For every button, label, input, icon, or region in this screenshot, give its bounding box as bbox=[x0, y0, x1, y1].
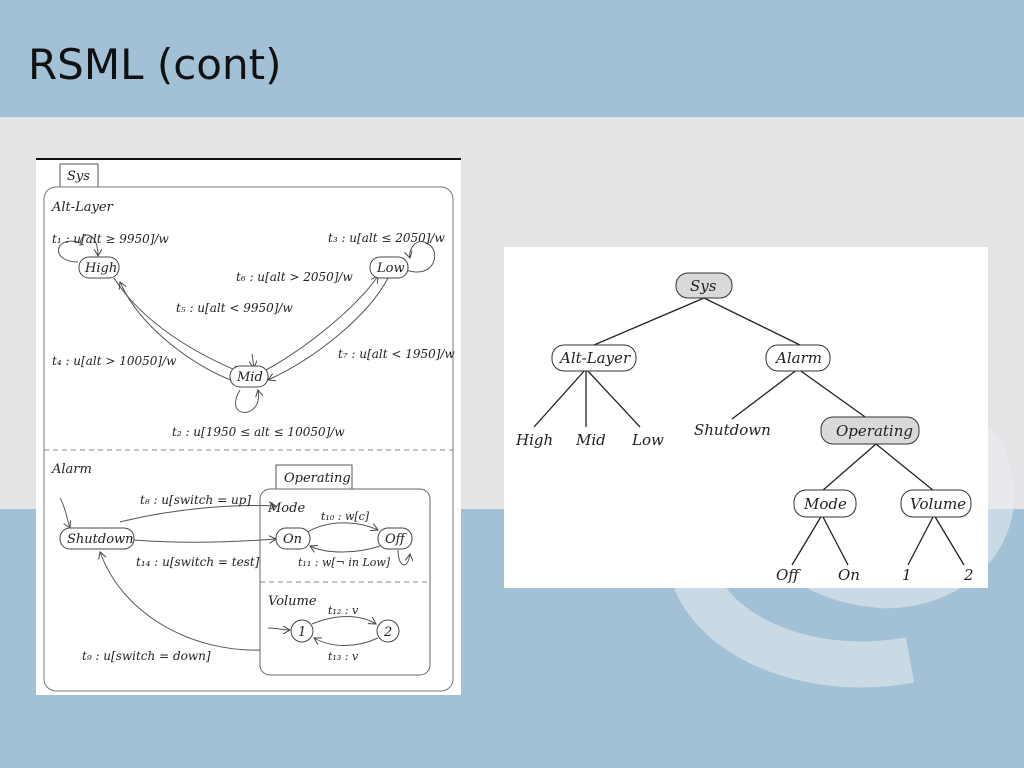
transition-t14: t₁₄ : u[switch = test] bbox=[136, 555, 260, 569]
volume-label: Volume bbox=[268, 594, 317, 609]
state-1 bbox=[290, 619, 314, 643]
state-shutdown bbox=[59, 527, 135, 550]
operating-label: Operating bbox=[284, 471, 351, 486]
state-mid-label: Mid bbox=[236, 370, 263, 385]
state-2 bbox=[376, 619, 400, 643]
transition-t7: t₇ : u[alt < 1950]/w bbox=[338, 347, 455, 361]
tree-node-mode bbox=[793, 489, 857, 518]
hierarchy-tree-panel: Sys Alt-Layer Alarm High Mid Low Shutdow… bbox=[504, 247, 988, 588]
tree-leaf-off: Off bbox=[776, 566, 801, 584]
state-off bbox=[377, 527, 413, 550]
transition-t5: t₅ : u[alt < 9950]/w bbox=[176, 301, 293, 315]
state-off-label: Off bbox=[385, 532, 408, 547]
transition-t13: t₁₃ : v bbox=[328, 650, 359, 663]
tree-node-operating bbox=[820, 416, 920, 445]
alt-layer-label: Alt-Layer bbox=[51, 200, 114, 215]
state-mid bbox=[229, 365, 269, 388]
tree-node-sys-label: Sys bbox=[690, 277, 717, 295]
transition-t4: t₄ : u[alt > 10050]/w bbox=[52, 354, 177, 368]
state-high bbox=[78, 256, 120, 279]
state-1-label: 1 bbox=[298, 625, 306, 640]
tree-leaf-high: High bbox=[515, 431, 553, 449]
tree-node-alarm bbox=[765, 344, 831, 372]
operating-tab bbox=[275, 464, 353, 490]
state-high-label: High bbox=[84, 261, 117, 276]
transition-t6: t₆ : u[alt > 2050]/w bbox=[236, 270, 353, 284]
tree-node-sys bbox=[675, 272, 733, 299]
statechart-diagram: Sys Alt-Layer High Low Mid t₁ : u[alt ≥ … bbox=[36, 158, 461, 692]
sys-label: Sys bbox=[67, 169, 90, 184]
tree-leaf-2: 2 bbox=[963, 566, 974, 584]
high-self-loop bbox=[58, 240, 79, 263]
tree-node-volume bbox=[900, 489, 972, 518]
hierarchy-tree: Sys Alt-Layer Alarm High Mid Low Shutdow… bbox=[515, 272, 974, 584]
mid-self-loop bbox=[234, 390, 258, 413]
state-shutdown-label: Shutdown bbox=[67, 532, 134, 547]
transition-t1: t₁ : u[alt ≥ 9950]/w bbox=[52, 232, 169, 246]
state-2-label: 2 bbox=[383, 625, 392, 640]
low-self-loop bbox=[406, 241, 436, 273]
tree-edges bbox=[533, 297, 965, 566]
transition-t9: t₉ : u[switch = down] bbox=[82, 649, 211, 663]
tree-node-mode-label: Mode bbox=[803, 495, 847, 513]
tree-leaf-mid: Mid bbox=[575, 431, 606, 449]
state-low-label: Low bbox=[376, 261, 405, 276]
tree-node-alarm-label: Alarm bbox=[774, 349, 822, 367]
transition-t3: t₃ : u[alt ≤ 2050]/w bbox=[328, 231, 445, 245]
transition-t12: t₁₂ : v bbox=[328, 604, 359, 617]
tree-leaf-shutdown: Shutdown bbox=[694, 421, 771, 439]
state-on bbox=[275, 527, 311, 550]
tree-node-alt-layer bbox=[551, 344, 637, 372]
mode-label: Mode bbox=[267, 501, 305, 516]
state-on-label: On bbox=[283, 532, 302, 547]
transition-t2: t₂ : u[1950 ≤ alt ≤ 10050]/w bbox=[172, 425, 345, 439]
tree-leaf-low: Low bbox=[631, 431, 664, 449]
slide-title: RSML (cont) bbox=[28, 40, 282, 89]
sys-container bbox=[43, 186, 454, 692]
tree-leaf-1: 1 bbox=[902, 566, 912, 584]
tree-node-operating-label: Operating bbox=[836, 422, 913, 440]
transition-t10: t₁₀ : w[c] bbox=[321, 510, 370, 523]
tree-node-volume-label: Volume bbox=[910, 495, 966, 513]
statechart-panel: Sys Alt-Layer High Low Mid t₁ : u[alt ≥ … bbox=[36, 158, 461, 695]
tree-leaf-on: On bbox=[838, 566, 860, 584]
alarm-label: Alarm bbox=[51, 462, 92, 477]
transition-t11: t₁₁ : w[¬ in Low] bbox=[298, 556, 391, 569]
transition-t8: t₈ : u[switch = up] bbox=[140, 493, 251, 507]
state-low bbox=[369, 256, 409, 279]
tree-node-alt-layer-label: Alt-Layer bbox=[558, 349, 631, 367]
title-band bbox=[0, 0, 1024, 117]
